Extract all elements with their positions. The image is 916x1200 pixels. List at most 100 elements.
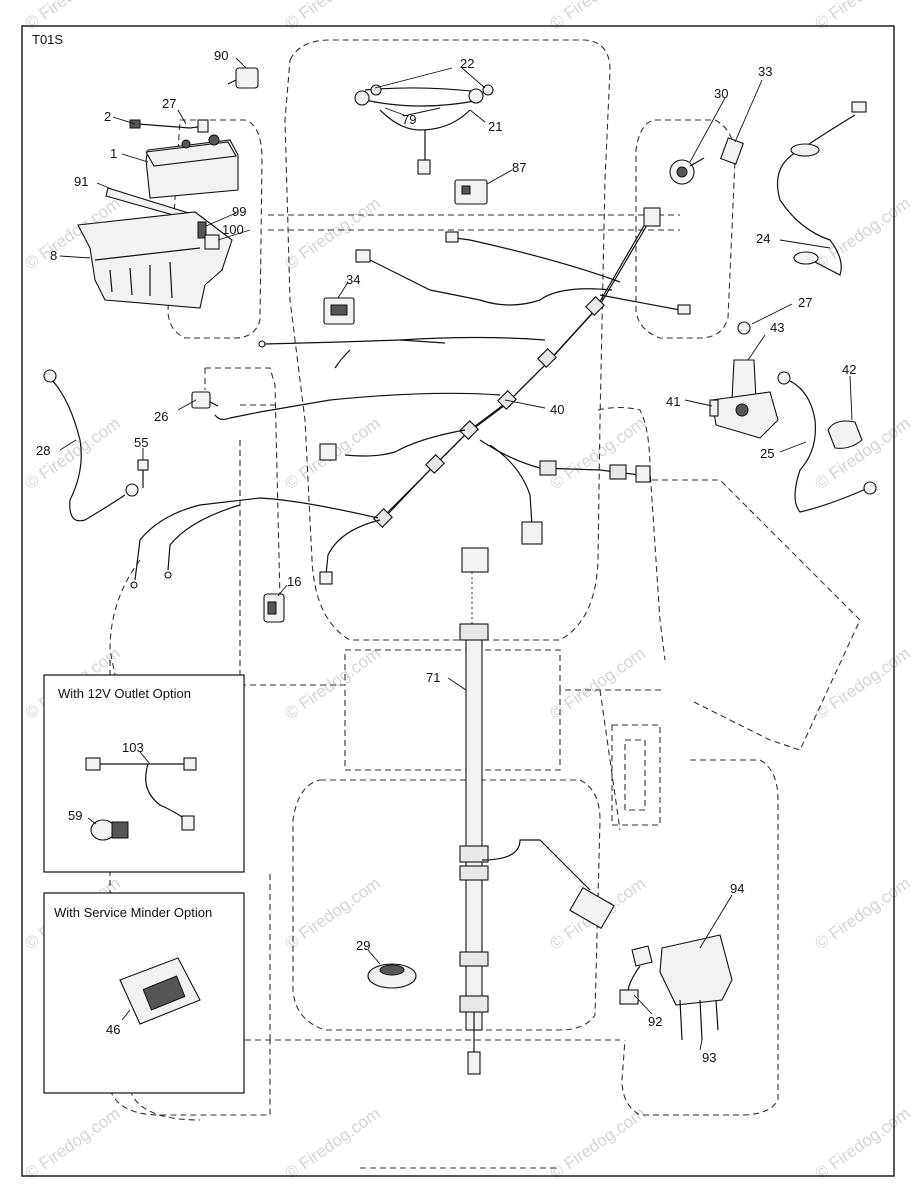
diagram-code: T01S xyxy=(32,32,63,47)
callout-16: 16 xyxy=(287,574,301,589)
callout-24: 24 xyxy=(756,231,770,246)
watermark: © Firedog.com xyxy=(811,1104,913,1184)
part-25 xyxy=(777,371,877,513)
terminal-ring xyxy=(258,340,266,348)
harness-clip xyxy=(539,460,557,476)
inset-title-minder: With Service Minder Option xyxy=(54,905,212,920)
leader-lines xyxy=(59,57,853,1051)
part-29 xyxy=(367,963,417,989)
wiring-harness xyxy=(130,207,691,589)
callout-25: 25 xyxy=(760,446,774,461)
connector-block xyxy=(569,886,615,930)
inset-title-outlet: With 12V Outlet Option xyxy=(58,686,191,701)
watermark: © Firedog.com xyxy=(281,644,383,724)
callout-21: 21 xyxy=(488,119,502,134)
part-tray-8 xyxy=(77,211,233,309)
part-30 xyxy=(669,157,705,185)
harness-clip xyxy=(425,454,445,474)
inset-service-minder: With Service Minder Option xyxy=(43,892,245,1094)
callout-100: 100 xyxy=(222,222,244,237)
watermark: © Firedog.com xyxy=(21,1104,123,1184)
harness-clip xyxy=(459,995,489,1013)
callout-30: 30 xyxy=(714,86,728,101)
harness-clip xyxy=(459,845,489,863)
harness-connector xyxy=(521,521,543,545)
callouts: 90 22 30 33 27 2 79 21 1 87 91 99 100 24… xyxy=(36,48,856,1065)
part-43-41 xyxy=(709,321,779,439)
part-33 xyxy=(720,137,744,165)
watermark: © Firedog.com xyxy=(546,644,648,724)
callout-34: 34 xyxy=(346,272,360,287)
callout-103: 103 xyxy=(122,740,144,755)
harness-connector xyxy=(677,304,691,315)
callout-41: 41 xyxy=(666,394,680,409)
part-24 xyxy=(776,101,867,276)
callout-90: 90 xyxy=(214,48,228,63)
part-2-27 xyxy=(129,119,209,133)
part-94-92-93 xyxy=(619,934,733,1041)
harness-clip xyxy=(537,348,557,368)
callout-29: 29 xyxy=(356,938,370,953)
callout-28: 28 xyxy=(36,443,50,458)
callout-55: 55 xyxy=(134,435,148,450)
callout-40: 40 xyxy=(550,402,564,417)
tractor-outline xyxy=(109,39,861,1169)
callout-71: 71 xyxy=(426,670,440,685)
watermark: © Firedog.com xyxy=(21,0,123,33)
callout-2: 2 xyxy=(104,109,111,124)
watermark: © Firedog.com xyxy=(546,0,648,33)
harness-connector xyxy=(445,231,459,243)
harness-tube xyxy=(465,629,483,1031)
connector-block xyxy=(461,547,489,573)
terminal-ring xyxy=(130,581,138,589)
watermark: © Firedog.com xyxy=(281,1104,383,1184)
harness-clip xyxy=(459,865,489,881)
part-28 xyxy=(43,369,139,522)
harness-clip xyxy=(585,296,605,316)
callout-59: 59 xyxy=(68,808,82,823)
harness-clip xyxy=(459,623,489,641)
part-battery-1 xyxy=(145,134,239,199)
callout-46: 46 xyxy=(106,1022,120,1037)
callout-8: 8 xyxy=(50,248,57,263)
harness-clip xyxy=(609,464,627,480)
part-99-100 xyxy=(197,221,220,250)
callout-26: 26 xyxy=(154,409,168,424)
callout-94: 94 xyxy=(730,881,744,896)
part-22-21-79 xyxy=(354,84,494,175)
part-26 xyxy=(191,391,219,409)
watermark: © Firedog.com xyxy=(546,1104,648,1184)
harness-clip xyxy=(459,420,479,440)
watermark: © Firedog.com xyxy=(811,194,913,274)
callout-27: 27 xyxy=(162,96,176,111)
watermark: © Firedog.com xyxy=(546,414,648,494)
callout-92: 92 xyxy=(648,1014,662,1029)
harness-connector xyxy=(319,443,337,461)
part-34 xyxy=(323,297,355,325)
part-90 xyxy=(227,67,259,89)
harness-end-connector xyxy=(467,1051,481,1075)
harness-connector xyxy=(643,207,661,227)
inset-12v-outlet: With 12V Outlet Option xyxy=(43,674,245,873)
part-42 xyxy=(827,420,863,449)
harness-71 xyxy=(459,547,615,1075)
harness-connector xyxy=(355,249,371,263)
terminal-ring xyxy=(164,571,172,579)
part-55 xyxy=(137,459,149,488)
callout-1: 1 xyxy=(110,146,117,161)
watermark: © Firedog.com xyxy=(811,644,913,724)
callout-79: 79 xyxy=(402,112,416,127)
callout-42: 42 xyxy=(842,362,856,377)
callout-43: 43 xyxy=(770,320,784,335)
watermark: © Firedog.com xyxy=(811,414,913,494)
callout-93: 93 xyxy=(702,1050,716,1065)
callout-99: 99 xyxy=(232,204,246,219)
callout-91: 91 xyxy=(74,174,88,189)
callout-33: 33 xyxy=(758,64,772,79)
watermark: © Firedog.com xyxy=(811,874,913,954)
harness-clip xyxy=(459,951,489,967)
part-87 xyxy=(454,179,488,205)
diagram-frame xyxy=(21,25,895,1177)
watermark: © Firedog.com xyxy=(811,0,913,33)
